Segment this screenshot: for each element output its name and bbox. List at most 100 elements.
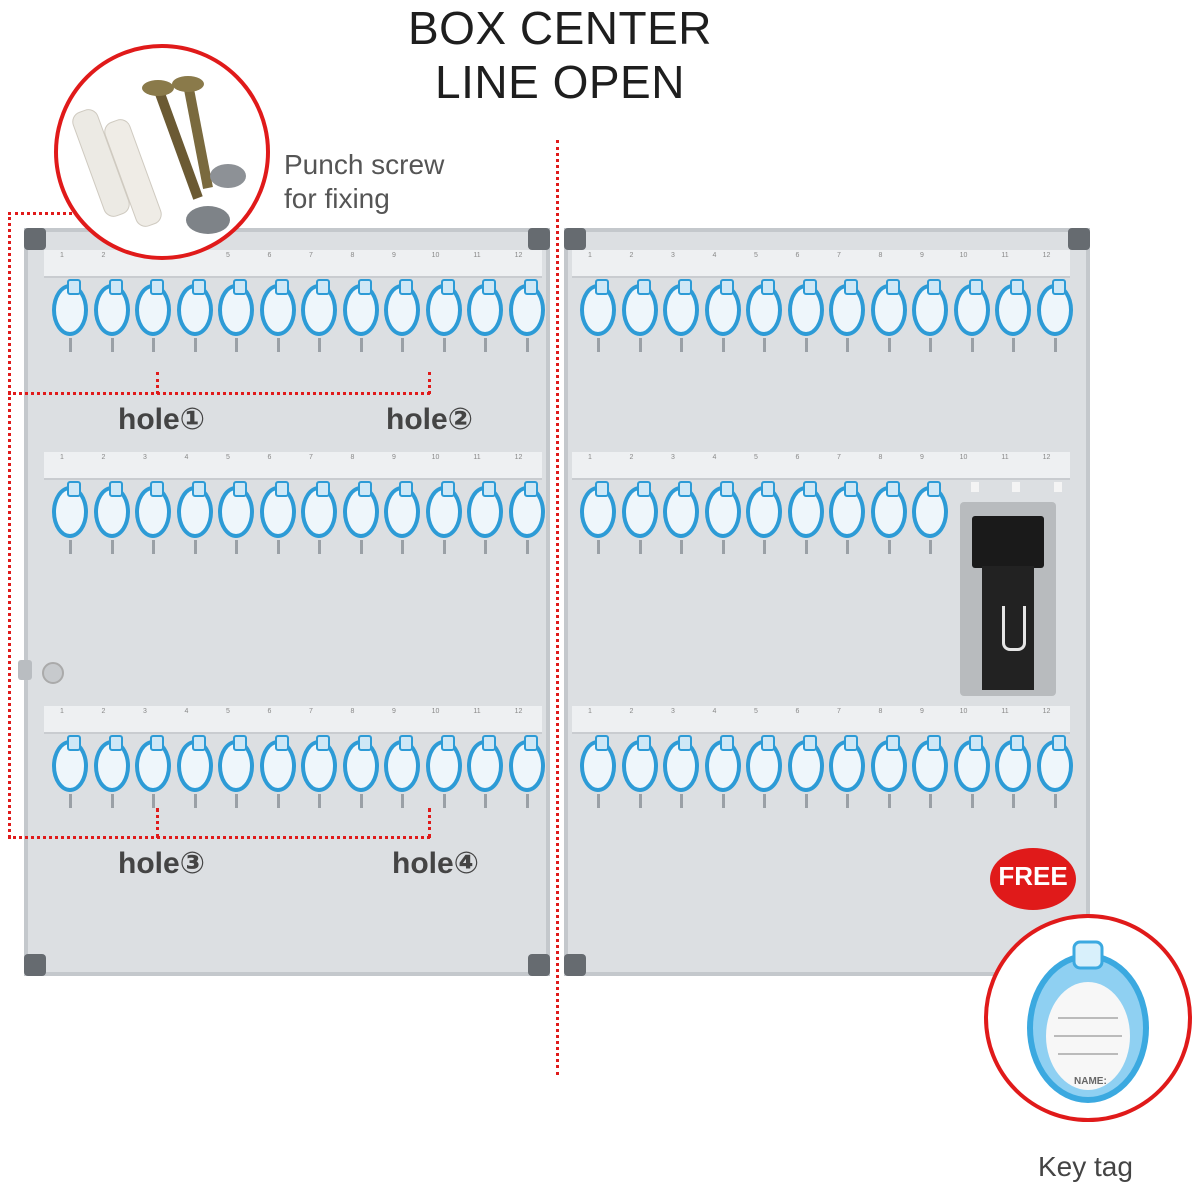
mount-guide-line <box>156 372 159 394</box>
key-tag[interactable] <box>467 279 503 336</box>
key-tag[interactable] <box>218 481 254 538</box>
key-tag[interactable] <box>663 735 699 792</box>
key-tag[interactable] <box>580 481 616 538</box>
key-hook <box>597 540 600 554</box>
key-tag[interactable] <box>301 279 337 336</box>
key-tag[interactable] <box>259 735 296 792</box>
key-tag[interactable] <box>384 279 420 336</box>
key-tag[interactable] <box>953 279 990 336</box>
key-tag[interactable] <box>425 481 462 538</box>
rail-number: 6 <box>795 454 800 461</box>
key-tag[interactable] <box>93 279 130 336</box>
key-tag[interactable] <box>52 735 88 792</box>
key-tag[interactable] <box>953 735 990 792</box>
key-tag[interactable] <box>621 279 658 336</box>
key-tag[interactable] <box>787 481 824 538</box>
rail-number: 12 <box>1042 454 1051 461</box>
key-tag-icon <box>1027 940 1149 1103</box>
key-hook <box>1012 794 1015 808</box>
key-tag[interactable] <box>176 279 213 336</box>
key-tag[interactable] <box>218 735 254 792</box>
key-hook <box>110 540 114 554</box>
key-tag[interactable] <box>135 481 171 538</box>
key-tag[interactable] <box>384 735 420 792</box>
rail-number: 9 <box>392 708 396 715</box>
rail-number: 5 <box>754 708 758 715</box>
key-hook <box>442 338 446 352</box>
rail-number: 4 <box>712 454 717 461</box>
rail-number: 9 <box>920 708 924 715</box>
key-tag[interactable] <box>912 481 948 538</box>
key-tag[interactable] <box>259 481 296 538</box>
key-tag[interactable] <box>580 735 616 792</box>
key-tag[interactable] <box>342 481 379 538</box>
key-tag[interactable] <box>704 481 741 538</box>
empty-key-hook <box>1053 482 1062 492</box>
key-tag[interactable] <box>829 481 865 538</box>
key-hook <box>484 794 487 808</box>
key-tag[interactable] <box>663 279 699 336</box>
key-tag[interactable] <box>704 735 741 792</box>
key-tag[interactable] <box>787 279 824 336</box>
key-tag[interactable] <box>301 481 337 538</box>
rail-number: 10 <box>431 708 440 715</box>
key-tag[interactable] <box>621 735 658 792</box>
key-tag[interactable] <box>467 481 503 538</box>
key-tag[interactable] <box>176 735 213 792</box>
door-handle[interactable] <box>18 660 32 680</box>
key-tag[interactable] <box>621 481 658 538</box>
key-tag[interactable] <box>746 735 782 792</box>
key-tag[interactable] <box>580 279 616 336</box>
key-tag[interactable] <box>425 735 462 792</box>
key-tag[interactable] <box>912 735 948 792</box>
empty-key-hook <box>1012 482 1020 492</box>
key-tag[interactable] <box>135 735 171 792</box>
key-tag[interactable] <box>995 735 1031 792</box>
key-tag[interactable] <box>259 279 296 336</box>
key-tag[interactable] <box>176 481 213 538</box>
key-tag[interactable] <box>384 481 420 538</box>
corner-cap <box>528 954 550 976</box>
key-tag[interactable] <box>467 735 503 792</box>
key-tag[interactable] <box>704 279 741 336</box>
corner-cap <box>1068 228 1090 250</box>
key-tag[interactable] <box>508 279 545 336</box>
corner-cap <box>564 228 586 250</box>
key-tag[interactable] <box>663 481 699 538</box>
key-tag[interactable] <box>508 735 545 792</box>
key-tag[interactable] <box>301 735 337 792</box>
key-hook <box>638 540 642 554</box>
mount-guide-line <box>8 212 11 838</box>
key-tag[interactable] <box>829 735 865 792</box>
key-tag[interactable] <box>425 279 462 336</box>
key-tag[interactable] <box>870 279 907 336</box>
key-tag[interactable] <box>870 481 907 538</box>
key-tag[interactable] <box>912 279 948 336</box>
rail-number: 2 <box>629 708 634 715</box>
key-tag[interactable] <box>787 735 824 792</box>
key-tag[interactable] <box>995 279 1031 336</box>
key-tag[interactable] <box>93 481 130 538</box>
key-tag[interactable] <box>746 481 782 538</box>
key-hook <box>1012 338 1015 352</box>
lock-latch-icon <box>1002 606 1026 651</box>
key-tag[interactable] <box>829 279 865 336</box>
key-tag[interactable] <box>135 279 171 336</box>
key-tag[interactable] <box>93 735 130 792</box>
key-hook <box>721 794 725 808</box>
key-hook <box>887 794 891 808</box>
lock-icon[interactable] <box>42 662 64 684</box>
key-tag[interactable] <box>1036 735 1073 792</box>
key-tag[interactable] <box>52 481 88 538</box>
key-tag[interactable] <box>218 279 254 336</box>
key-tag[interactable] <box>508 481 545 538</box>
key-tag[interactable] <box>870 735 907 792</box>
key-tag[interactable] <box>342 279 379 336</box>
key-tag[interactable] <box>342 735 379 792</box>
electronic-lock-module[interactable] <box>960 502 1056 696</box>
key-tag[interactable] <box>746 279 782 336</box>
key-tag[interactable] <box>1036 279 1073 336</box>
key-tag[interactable] <box>52 279 88 336</box>
key-hook <box>359 794 363 808</box>
